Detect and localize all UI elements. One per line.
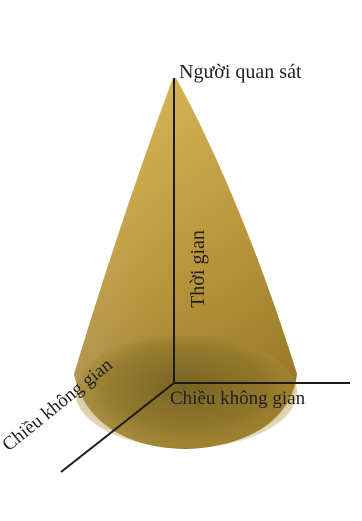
time-axis-label: Thời gian [188, 204, 208, 334]
observer-label: Người quan sát [179, 62, 302, 82]
space-axis-right-label: Chiều không gian [170, 389, 305, 408]
